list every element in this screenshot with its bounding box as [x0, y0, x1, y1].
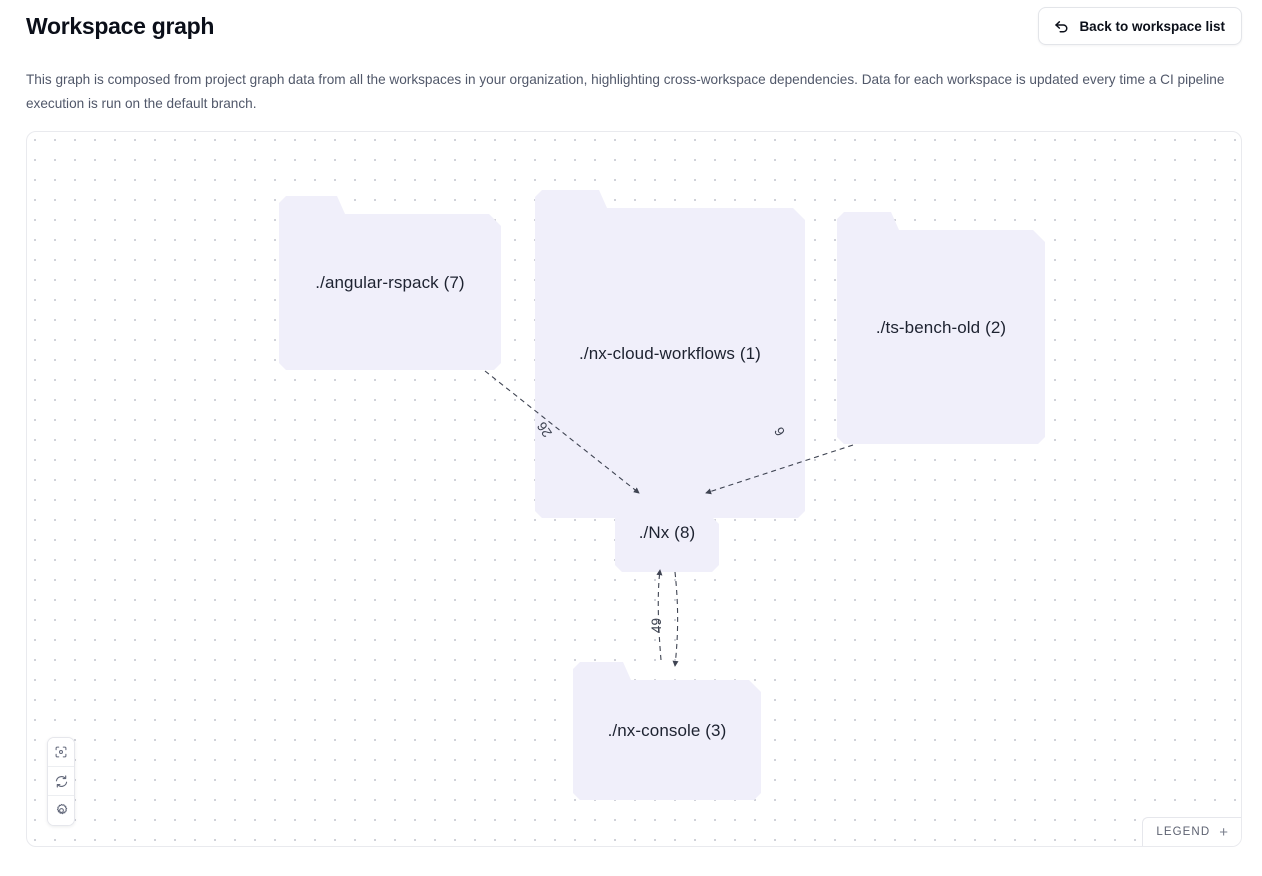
refresh-sync-icon [54, 774, 69, 789]
refresh-graph-button[interactable] [48, 767, 74, 796]
page-title: Workspace graph [26, 13, 215, 39]
graph-node-label: ./angular-rspack (7) [315, 273, 465, 292]
back-to-workspace-list-button[interactable]: Back to workspace list [1038, 7, 1242, 45]
graph-node-label: ./nx-console (3) [607, 721, 727, 740]
arrow-uturn-left-icon [1053, 18, 1070, 35]
focus-target-icon [54, 745, 68, 759]
graph-canvas[interactable]: ./angular-rspack (7) ./nx-cloud-workflows… [26, 131, 1242, 847]
graph-node-label: ./ts-bench-old (2) [875, 318, 1007, 337]
graph-node-nx-cloud-workflows[interactable]: ./nx-cloud-workflows (1) [535, 190, 805, 518]
back-button-label: Back to workspace list [1079, 18, 1225, 34]
graph-node-ts-bench-old[interactable]: ./ts-bench-old (2) [837, 212, 1045, 444]
graph-controls[interactable] [47, 737, 75, 826]
edge-nx-to-nx-console [672, 571, 679, 667]
graph-node-label: ./nx-cloud-workflows (1) [579, 344, 761, 363]
plus-icon: + [1219, 823, 1228, 841]
edge-nx-console-to-nx [656, 569, 663, 661]
page-header: Workspace graph Back to workspace list [26, 7, 1242, 45]
legend-toggle[interactable]: LEGEND + [1142, 817, 1241, 846]
focus-graph-button[interactable] [48, 738, 74, 767]
graph-node-label: ./Nx (8) [638, 523, 696, 542]
edge-label-nx-console-to-nx: 49 [649, 617, 665, 634]
legend-label: LEGEND [1156, 826, 1211, 838]
graph-node-nx-console[interactable]: ./nx-console (3) [573, 662, 761, 800]
gear-icon [54, 803, 69, 818]
page-description: This graph is composed from project grap… [26, 71, 1225, 111]
graph-node-angular-rspack[interactable]: ./angular-rspack (7) [279, 196, 501, 370]
graph-settings-button[interactable] [48, 796, 74, 825]
